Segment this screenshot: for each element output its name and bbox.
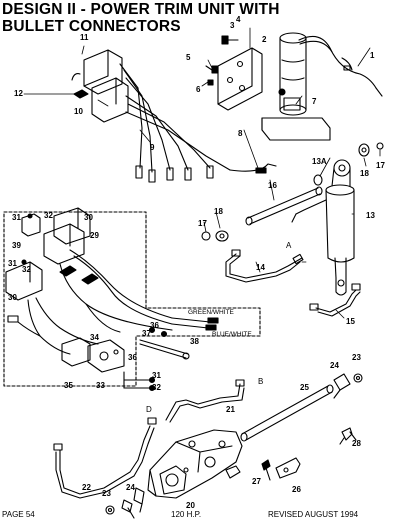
hydraulic-line-21	[165, 379, 245, 423]
hydraulic-line-15	[309, 283, 361, 317]
callout-24-right: 24	[330, 361, 339, 370]
callout-16: 16	[268, 181, 277, 190]
callout-22: 22	[82, 483, 91, 492]
connector-letter-d: D	[146, 405, 152, 414]
footer-model: 120 H.P.	[171, 510, 202, 519]
page-title-line-1: DESIGN II - POWER TRIM UNIT WITH	[2, 1, 280, 18]
callout-5: 5	[186, 53, 191, 62]
callout-32-mid: 32	[22, 265, 31, 274]
callout-39: 39	[12, 241, 21, 250]
callout-13a: 13A	[312, 157, 327, 166]
lower-right-parts	[261, 427, 357, 481]
callout-1: 1	[370, 51, 375, 60]
callout-33: 33	[96, 381, 105, 390]
callout-31-top: 31	[12, 213, 21, 222]
callout-31-bottom: 31	[152, 371, 161, 380]
callout-27: 27	[252, 477, 261, 486]
wiring-harness	[119, 63, 277, 183]
page-title-line-2: BULLET CONNECTORS	[2, 18, 181, 35]
trim-cylinder	[291, 142, 384, 296]
mounting-bracket	[205, 35, 263, 111]
callout-4: 4	[236, 15, 241, 24]
callout-12: 12	[14, 89, 23, 98]
callout-13: 13	[366, 211, 375, 220]
bolt-and-washer-lower	[105, 499, 135, 519]
callout-3: 3	[230, 21, 235, 30]
leader-lines	[23, 27, 381, 319]
callout-23-left: 23	[102, 489, 111, 498]
hydraulic-line-22	[53, 417, 157, 499]
callout-36-bottom: 36	[128, 353, 137, 362]
callout-30-top: 30	[84, 213, 93, 222]
callout-34: 34	[90, 333, 99, 342]
callout-2: 2	[262, 35, 267, 44]
callout-25: 25	[300, 383, 309, 392]
callout-32-bottom: 32	[152, 383, 161, 392]
callout-20: 20	[186, 501, 195, 510]
callout-17-right: 17	[376, 161, 385, 170]
trim-relays	[71, 49, 129, 123]
callout-10: 10	[74, 107, 83, 116]
footer-page-number: PAGE 54	[2, 510, 35, 519]
callout-9: 9	[150, 143, 155, 152]
callout-31-mid: 31	[8, 259, 17, 268]
pivot-pin	[201, 186, 323, 242]
callout-38: 38	[190, 337, 199, 346]
callout-23-right: 23	[352, 353, 361, 362]
callout-35: 35	[64, 381, 73, 390]
callout-8: 8	[238, 129, 243, 138]
footer-revised-date: REVISED AUGUST 1994	[268, 510, 359, 519]
callout-28: 28	[352, 439, 361, 448]
inset-harness-view	[3, 207, 261, 392]
rod-25	[240, 373, 363, 442]
callout-36-top: 36	[150, 321, 159, 330]
callout-29: 29	[90, 231, 99, 240]
callout-30-mid: 30	[8, 293, 17, 302]
callout-14: 14	[256, 263, 265, 272]
wire-label-green-white: GREEN/WHITE	[188, 309, 235, 316]
callout-11: 11	[80, 33, 89, 42]
callout-21: 21	[226, 405, 235, 414]
callout-15: 15	[346, 317, 355, 326]
wire-label-blue-white: BLUE/WHITE	[212, 331, 252, 338]
callout-7: 7	[312, 97, 317, 106]
connector-letter-a: A	[286, 241, 292, 250]
callout-32-top: 32	[44, 211, 53, 220]
hydraulic-line-14	[225, 249, 304, 283]
connector-letter-b: B	[258, 377, 263, 386]
callout-18-right: 18	[360, 169, 369, 178]
callout-18-left: 18	[214, 207, 223, 216]
callout-17-left: 17	[198, 219, 207, 228]
callout-37: 37	[142, 329, 151, 338]
callout-6: 6	[196, 85, 201, 94]
callout-26: 26	[292, 485, 301, 494]
trim-pump-motor	[261, 32, 383, 141]
trim-pump-body	[133, 429, 243, 513]
callout-24-left: 24	[126, 483, 135, 492]
